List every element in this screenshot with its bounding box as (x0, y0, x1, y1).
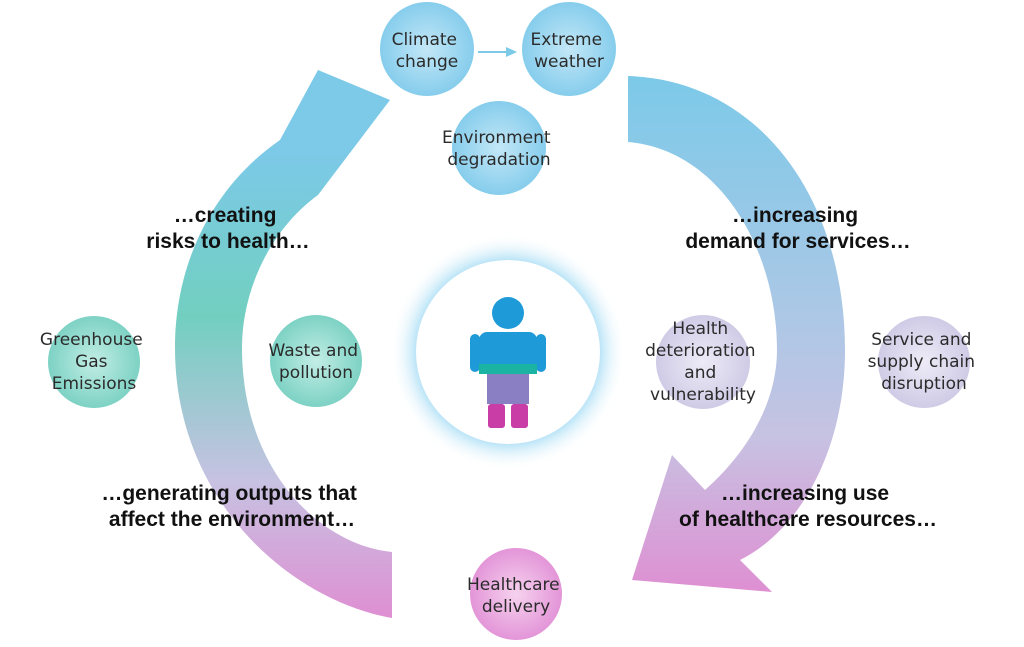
health-deterioration-label: Health deterioration and vulnerability (645, 319, 761, 405)
phrase-creating-risks: …creating risks to health… (146, 204, 309, 253)
climate-change-circle (380, 2, 474, 96)
extreme-weather-circle (522, 2, 616, 96)
environment-degradation-label: Environment degradation (442, 128, 556, 170)
waste-pollution-label: Waste and pollution (269, 341, 364, 383)
extreme-weather-label: Extreme weather (531, 30, 608, 72)
health-deterioration-circle (656, 315, 750, 409)
person-icon (470, 297, 546, 428)
phrase-generating-outputs: …generating outputs that affect the envi… (101, 482, 362, 531)
phrase-increasing-use: …increasing use of healthcare resources… (679, 482, 937, 531)
waste-pollution-circle (270, 315, 362, 407)
arrow-left-arc (175, 70, 392, 618)
environment-degradation-circle (452, 101, 546, 195)
healthcare-delivery-circle (470, 548, 562, 640)
service-disruption-label: Service and supply chain disruption (868, 330, 981, 394)
small-arrow-head (506, 47, 517, 57)
service-disruption-circle (878, 316, 970, 408)
greenhouse-gas-label: Greenhouse Gas Emissions (40, 330, 148, 394)
climate-change-label: Climate change (392, 30, 463, 72)
phrase-increasing-demand: …increasing demand for services… (685, 204, 910, 253)
healthcare-delivery-label: Healthcare delivery (467, 575, 565, 617)
arrow-right-arc (628, 76, 845, 592)
greenhouse-gas-circle (48, 316, 140, 408)
